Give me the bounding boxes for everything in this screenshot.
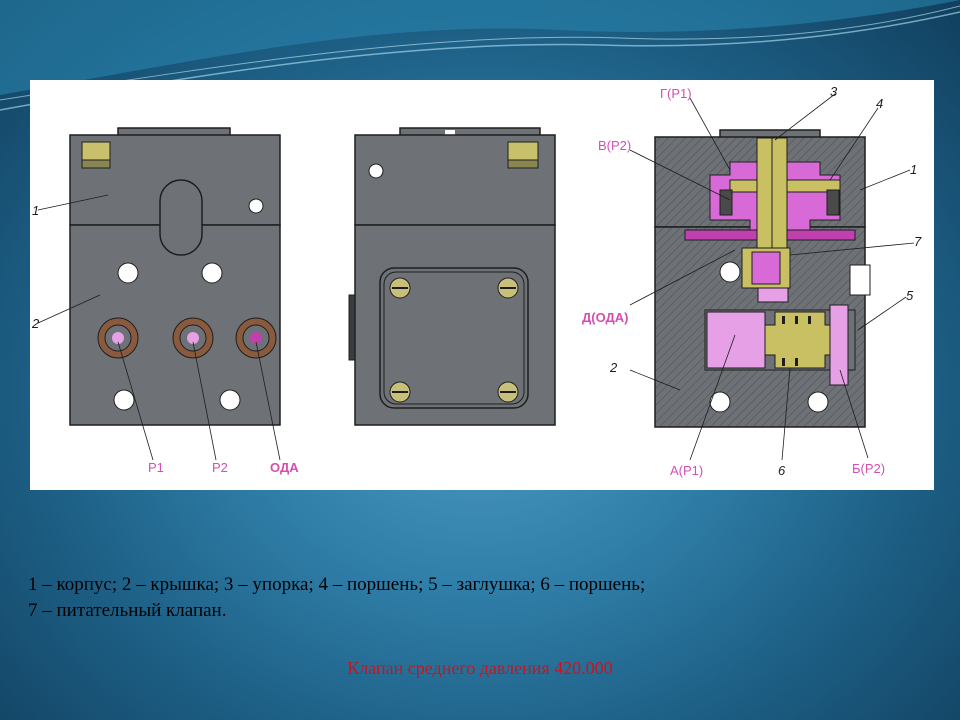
label-a-p1: А(Р1) bbox=[670, 463, 703, 478]
valve-drawing: 1 2 P1 P2 ОДА Г(Р1) 3 4 В(Р2) Д(ОДА) 1 7… bbox=[31, 84, 922, 478]
label-port-p1: P1 bbox=[148, 460, 164, 475]
label-port-p2: P2 bbox=[212, 460, 228, 475]
caption-line-1: 1 – корпус; 2 – крышка; 3 – упорка; 4 – … bbox=[28, 574, 646, 595]
side-view bbox=[348, 127, 556, 426]
label-part-1-right: 1 bbox=[910, 162, 917, 177]
slide-title: Клапан среднего давления 420.000 bbox=[347, 658, 613, 678]
section-view bbox=[629, 93, 915, 461]
label-part-2-right: 2 bbox=[609, 360, 618, 375]
front-view bbox=[37, 127, 281, 461]
port-oda bbox=[235, 317, 277, 359]
label-d-oda: Д(ОДА) bbox=[582, 310, 629, 325]
label-g-p1: Г(Р1) bbox=[660, 86, 692, 101]
diagram-panel: 1 2 P1 P2 ОДА Г(Р1) 3 4 В(Р2) Д(ОДА) 1 7… bbox=[30, 80, 934, 490]
label-part-5: 5 bbox=[906, 288, 914, 303]
label-port-oda: ОДА bbox=[270, 460, 299, 475]
label-part-6: 6 bbox=[778, 463, 786, 478]
label-b-p2: Б(Р2) bbox=[852, 461, 885, 476]
label-part-4: 4 bbox=[876, 96, 883, 111]
label-part-1-left: 1 bbox=[32, 203, 39, 218]
label-v-p2: В(Р2) bbox=[598, 138, 631, 153]
label-part-2-left: 2 bbox=[31, 316, 40, 331]
label-part-3: 3 bbox=[830, 84, 838, 99]
caption-line-2: 7 – питательный клапан. bbox=[28, 600, 227, 621]
legend-caption: 1 – корпус; 2 – крышка; 3 – упорка; 4 – … bbox=[28, 572, 928, 624]
port-p2 bbox=[172, 317, 214, 359]
label-part-7: 7 bbox=[914, 234, 922, 249]
port-p1 bbox=[97, 317, 139, 359]
